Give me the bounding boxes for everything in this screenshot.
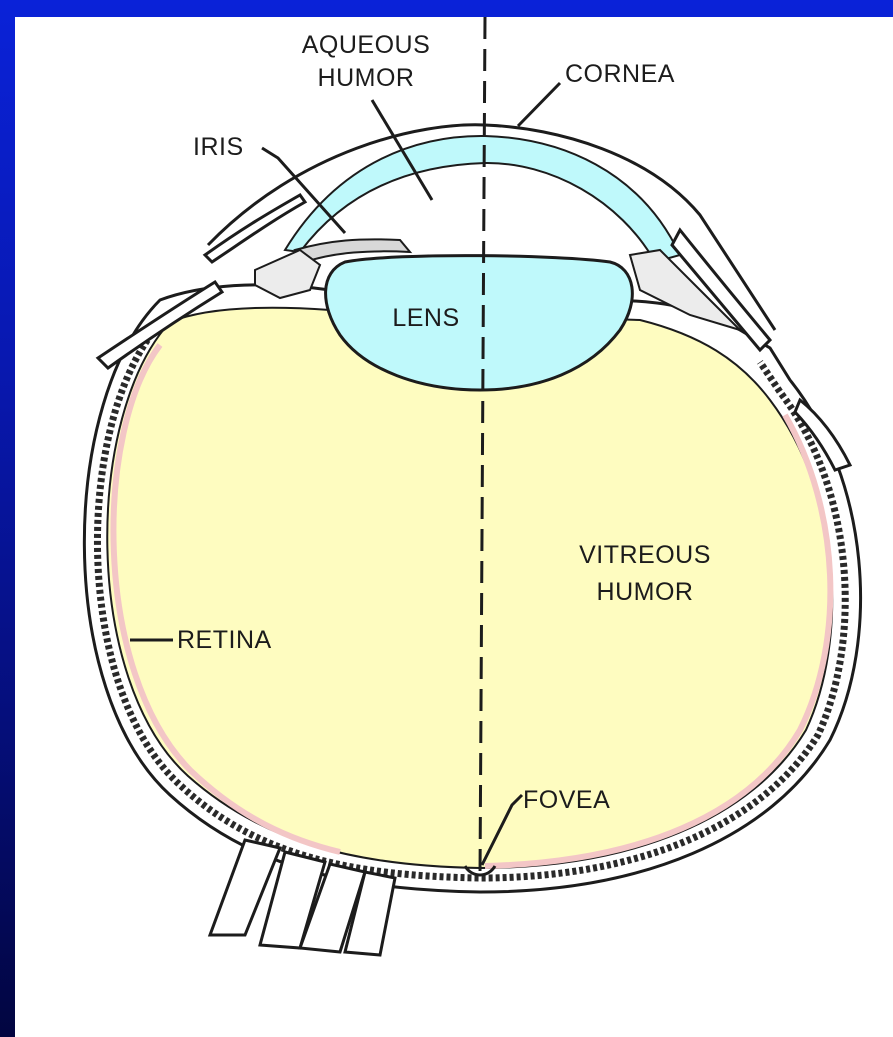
label-iris: IRIS xyxy=(193,133,244,161)
label-aqueous-2: HUMOR xyxy=(318,64,415,92)
vitreous-humor xyxy=(107,308,832,868)
label-fovea: FOVEA xyxy=(523,786,610,814)
label-vitreous-2: HUMOR xyxy=(597,578,694,606)
label-cornea: CORNEA xyxy=(565,60,675,88)
label-retina: RETINA xyxy=(177,626,272,654)
label-aqueous-1: AQUEOUS xyxy=(302,31,431,59)
label-lens: LENS xyxy=(392,304,459,332)
label-vitreous-1: VITREOUS xyxy=(579,541,711,569)
cornea-leader xyxy=(518,83,560,126)
ciliary-left xyxy=(255,250,320,298)
